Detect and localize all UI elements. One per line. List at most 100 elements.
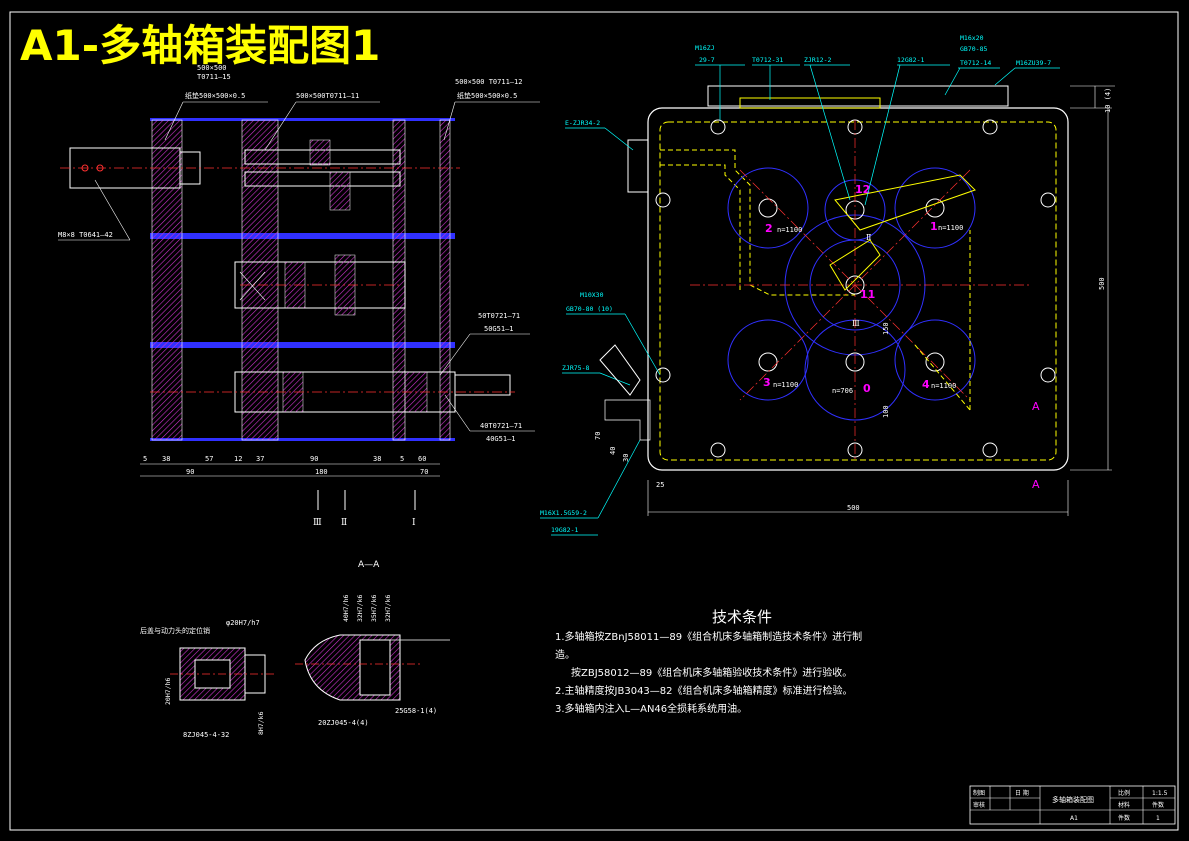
section-vert-1: 40H7/h6	[342, 595, 350, 622]
dim-180: 180	[315, 468, 328, 476]
section-lbl5: 25G58-1(4)	[395, 707, 437, 715]
section-mark-top: A	[1032, 400, 1040, 413]
section-lbl2: 8H7/k6	[257, 711, 265, 735]
section-title: A—A	[358, 560, 380, 570]
section-detail: A—A 后盖与动力头的定位销 φ20H7/h7 20H7/h6 8H7/k6 8…	[140, 560, 450, 739]
section-lbl4: 20ZJ045-4(4)	[318, 719, 369, 727]
title-block: 制图 审核 日 期 多轴箱装配图 比例 1:1.5 材料 件数 A1 件数 1	[969, 785, 1176, 825]
tb-qty: 件数	[1152, 801, 1164, 809]
dim-25: 25	[656, 481, 664, 489]
spindle-3: 3	[763, 376, 771, 389]
dim-60: 60	[418, 455, 426, 463]
blue-band-2	[150, 342, 455, 348]
tech-line-2: 造。	[555, 648, 575, 661]
tb-draw: 制图	[973, 789, 985, 797]
tb-qty-val: 1	[1156, 815, 1160, 822]
tech-line-5: 3.多轴箱内注入L—AN46全损耗系统用油。	[555, 702, 747, 715]
dim-38a: 38	[162, 455, 170, 463]
label-right2: 纸垫500×500×0.5	[457, 91, 517, 100]
box-outer	[647, 107, 1069, 471]
speed-4: n=1100	[931, 382, 956, 390]
section-mark-bottom: A	[1032, 478, 1040, 491]
callout-12g82-1: 12G82-1	[897, 56, 924, 64]
callout-m16zu39-7: M16ZU39-7	[1016, 59, 1051, 67]
callout-m16zj: M16ZJ	[695, 44, 715, 52]
speed-2: n=1100	[777, 226, 802, 234]
section-vert-2: 32H7/k6	[356, 595, 364, 622]
callout-gb70-80: GB70-80 (10)	[566, 305, 613, 313]
wall-4	[439, 119, 451, 441]
dim-90b: 90	[186, 468, 194, 476]
tech-heading: 技术条件	[712, 608, 772, 626]
section-fit: φ20H7/h7	[226, 619, 260, 627]
shaft-label-2: Ⅱ	[341, 518, 347, 528]
section-left-label: 后盖与动力头的定位销	[140, 626, 210, 635]
dim-150: 150	[882, 322, 890, 335]
wall-1	[151, 119, 183, 441]
section-lbl1: 20H7/h6	[164, 678, 172, 705]
dim-37: 37	[256, 455, 264, 463]
shaft-label-1: Ⅰ	[412, 518, 416, 528]
label-right1: 500×500 T0711—12	[455, 78, 522, 86]
roman-2: Ⅱ	[866, 233, 871, 242]
section-vert-3: 35H7/k6	[370, 595, 378, 622]
speed-1: n=1100	[938, 224, 963, 232]
drawing-title: A1-多轴箱装配图1	[20, 21, 380, 70]
spindle-4: 4	[922, 378, 930, 391]
blue-band-top	[150, 118, 455, 121]
tb-date: 日 期	[1015, 789, 1029, 797]
dim-90a: 90	[310, 455, 318, 463]
label-r4: 40G51—1	[486, 435, 516, 443]
callout-t0712-31: T0712-31	[752, 56, 783, 64]
section-vert-4: 32H7/k6	[384, 595, 392, 622]
label-r1: 50T0721—71	[478, 312, 520, 320]
dim-57: 57	[205, 455, 213, 463]
shaft-middle	[234, 261, 406, 309]
dim-100: 100	[882, 405, 890, 418]
spindle-2: 2	[765, 222, 773, 235]
tech-line-3: 按ZBJ58012—89《组合机床多轴箱验收技术条件》进行验收。	[571, 666, 852, 679]
dim-height-500: 500	[1098, 277, 1106, 290]
callout-m10x30: M10X30	[580, 291, 604, 299]
callout-19g82-1: 19G82-1	[551, 526, 578, 534]
label-r2: 50G51—1	[484, 325, 514, 333]
tb-sheet: A1	[1070, 815, 1078, 822]
section-lbl3: 8ZJ045-4-32	[183, 731, 229, 739]
callout-29-7: 29-7	[699, 56, 715, 64]
callout-m16x20: M16x20	[960, 34, 984, 42]
dim-30: 30	[622, 454, 630, 462]
callout-zjr75-8: ZJR75-8	[562, 364, 589, 372]
label-top2: T0711—15	[197, 73, 231, 81]
speed-0: n=706	[832, 387, 853, 395]
tech-line-4: 2.主轴精度按JB3043—82《组合机床多轴箱精度》标准进行检验。	[555, 684, 853, 697]
blue-band-bottom	[150, 438, 455, 441]
callout-gb70-85: GB70-85	[960, 45, 987, 53]
label-m8: M8×8 T0641—42	[58, 231, 113, 239]
dim-70: 70	[594, 432, 602, 440]
dim-12: 12	[234, 455, 242, 463]
tb-name: 多轴箱装配图	[1052, 795, 1094, 804]
label-top3: 纸垫500×500×0.5	[185, 91, 245, 100]
dim-width-500: 500	[847, 504, 860, 512]
callout-m16x1-5: M16X1.5G59-2	[540, 509, 587, 517]
callout-t0712-14: T0712-14	[960, 59, 991, 67]
label-mid: 500×500T0711—11	[296, 92, 359, 100]
blue-band-1	[150, 233, 455, 239]
dim-5b: 5	[400, 455, 404, 463]
tb-scale-lbl: 比例	[1118, 789, 1130, 797]
label-r3: 40T0721—71	[480, 422, 522, 430]
dim-10: 10 (4)	[1104, 88, 1112, 113]
spindle-1: 1	[930, 220, 938, 233]
spindle-0: 0	[863, 382, 871, 395]
wall-2	[241, 119, 279, 441]
tb-scale: 1:1.5	[1152, 790, 1168, 797]
roman-3: Ⅲ	[852, 319, 860, 328]
box-inner	[659, 121, 1057, 461]
dim-5a: 5	[143, 455, 147, 463]
spindle-12: 12	[855, 183, 870, 196]
dim-38b: 38	[373, 455, 381, 463]
technical-requirements: 技术条件 1.多轴箱按ZBnJ58011—89《组合机床多轴箱制造技术条件》进行…	[555, 608, 862, 715]
shaft-label-3: Ⅲ	[313, 518, 322, 528]
speed-3: n=1100	[773, 381, 798, 389]
